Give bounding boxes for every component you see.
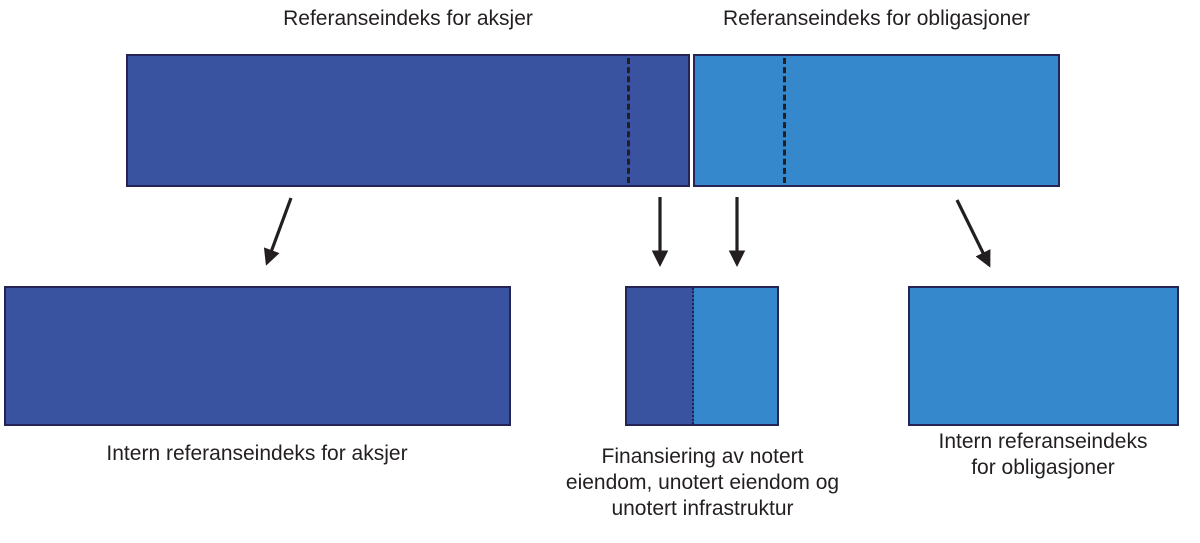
arrow-equities-to-internal-equities-icon bbox=[263, 197, 293, 266]
top-equities-label: Referanseindeks for aksjer bbox=[283, 7, 533, 30]
bottom-equities-label: Intern referanseindeks for aksjer bbox=[106, 442, 408, 465]
arrow-bonds-to-internal-bonds-icon bbox=[955, 199, 991, 268]
bottom-financing-label: Finansiering av notert eiendom, unotert … bbox=[565, 445, 840, 520]
top-bonds-bar bbox=[693, 54, 1060, 187]
bottom-bonds-box bbox=[908, 286, 1179, 426]
equities-dashed-split-marker bbox=[627, 58, 630, 183]
top-bonds-label: Referanseindeks for obligasjoner bbox=[722, 7, 1030, 30]
top-equities-bar bbox=[126, 54, 690, 187]
bottom-bonds-label: Intern referanseindeks for obligasjoner bbox=[938, 430, 1148, 479]
financing-equities-segment bbox=[627, 288, 694, 424]
financing-bonds-segment bbox=[693, 288, 777, 424]
bonds-dashed-split-marker bbox=[783, 58, 786, 183]
bottom-financing-box bbox=[625, 286, 779, 426]
bottom-equities-box bbox=[4, 286, 511, 426]
